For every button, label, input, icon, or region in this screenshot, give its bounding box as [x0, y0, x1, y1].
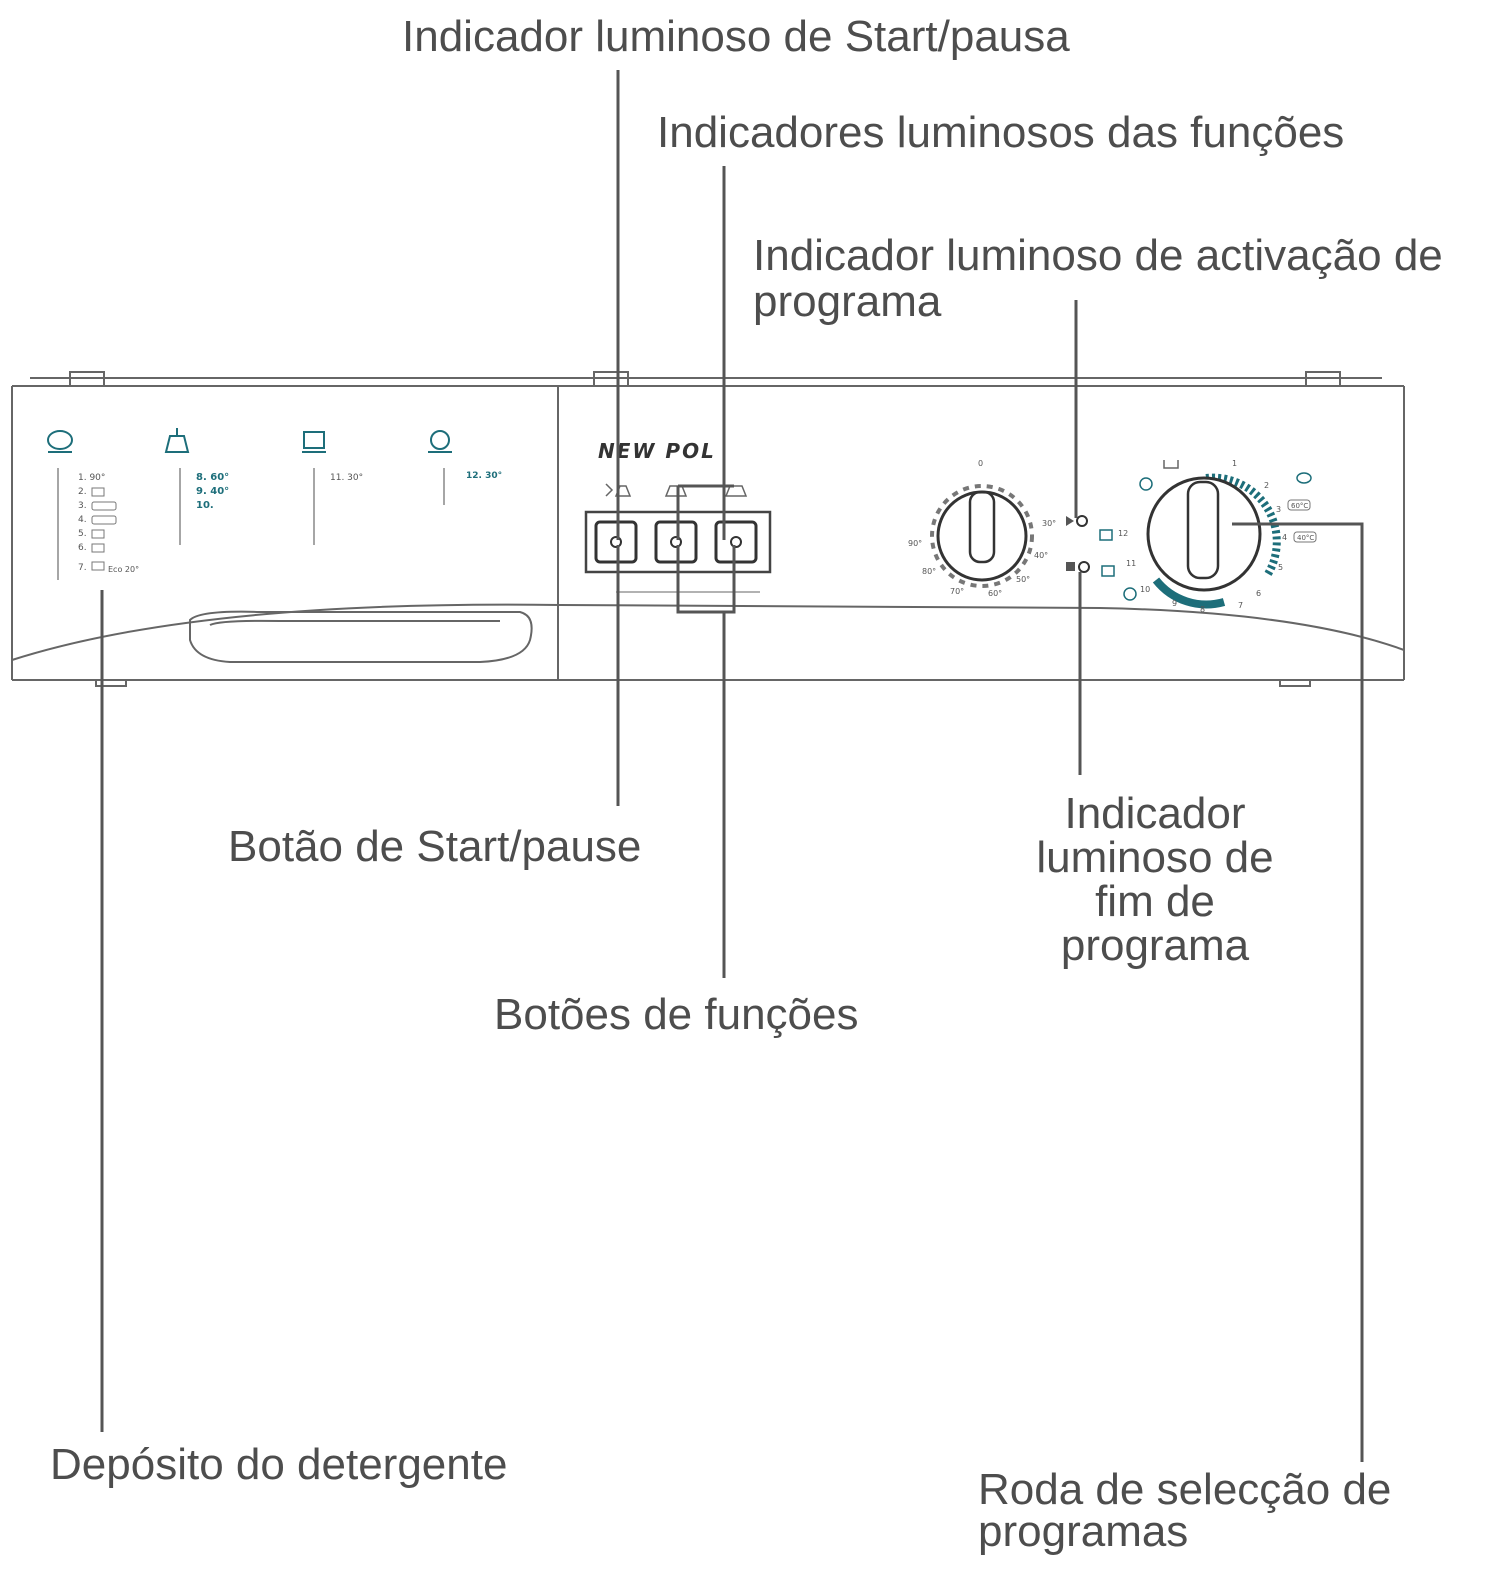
function-button-1[interactable]	[654, 520, 698, 564]
program-icon[interactable]	[1296, 472, 1312, 484]
leader-lines	[100, 70, 1364, 1462]
drawer-legend: 1. 90° 2. 3. 4. 5. 6. 7. Eco 20° 8. 60° …	[47, 428, 502, 580]
label-line: fim de	[1095, 877, 1215, 926]
program-end-led	[1066, 561, 1090, 573]
program-mark[interactable]: 11	[1126, 559, 1136, 568]
temp-mark[interactable]: 90°	[908, 539, 922, 548]
program-mark[interactable]: 5	[1278, 563, 1283, 572]
brand-logo: NEW POL	[598, 439, 716, 463]
start-pause-led[interactable]	[610, 536, 622, 548]
program-mark[interactable]: 4	[1282, 533, 1287, 542]
program-mark[interactable]: 3	[1276, 505, 1281, 514]
temp-mark[interactable]: 70°	[950, 587, 964, 596]
label-line: programa	[753, 277, 942, 326]
program-list-item: 12. 30°	[466, 471, 502, 481]
label-line: Indicador luminoso de activação de	[753, 231, 1443, 280]
program-mark[interactable]: 1	[1232, 459, 1237, 468]
program-activation-led	[1066, 515, 1088, 527]
label-line: programas	[978, 1507, 1189, 1556]
function-led-1[interactable]	[670, 536, 682, 548]
program-list-item: 5.	[78, 529, 87, 539]
program-mark[interactable]: 10	[1140, 585, 1150, 594]
program-icon[interactable]	[1123, 587, 1137, 601]
label-start-pause-button: Botão de Start/pause	[228, 822, 642, 871]
program-list-item: 10.	[196, 500, 214, 511]
function-button-2[interactable]	[714, 520, 758, 564]
program-mark[interactable]: 8	[1200, 605, 1205, 614]
program-list-item: 6.	[78, 543, 87, 553]
program-selector-dial[interactable]: 1 2 3 4 5 6 7 8 9 10 11 12 60°C 40°C	[1099, 459, 1317, 614]
delicate-icon	[302, 431, 326, 453]
temp-mark[interactable]: 50°	[1016, 575, 1030, 584]
temp-mark[interactable]: 30°	[1042, 519, 1056, 528]
program-list-eco: Eco 20°	[108, 565, 139, 574]
program-temp-badge[interactable]: 40°C	[1297, 534, 1314, 542]
program-list-item: 8. 60°	[196, 472, 229, 483]
label-detergent-drawer: Depósito do detergente	[50, 1440, 508, 1489]
label-start-pause-indicator: Indicador luminoso de Start/pausa	[402, 12, 1070, 61]
prewash-icon	[47, 430, 73, 453]
program-list-item: 7.	[78, 563, 87, 573]
program-list-item: 4.	[78, 515, 87, 525]
label-program-activation-indicator: Indicador luminoso de activação de progr…	[753, 233, 1443, 325]
program-mark[interactable]: 2	[1264, 481, 1269, 490]
program-mark[interactable]: 9	[1172, 599, 1177, 608]
program-list-item: 11. 30°	[330, 473, 363, 483]
program-mark[interactable]: 12	[1118, 529, 1128, 538]
temp-mark[interactable]: 80°	[922, 567, 936, 576]
play-icon	[605, 483, 614, 497]
start-pause-button[interactable]	[594, 520, 638, 564]
temperature-dial[interactable]: 0 30° 40° 50° 60° 70° 80° 90°	[908, 459, 1056, 598]
program-temp-badge[interactable]: 60°C	[1291, 502, 1308, 510]
program-list-item: 9. 40°	[196, 486, 229, 497]
leader-program-wheel	[1232, 522, 1364, 1462]
program-icon[interactable]	[1099, 529, 1113, 541]
label-end-of-program-indicator: Indicador luminoso de fim de programa	[1000, 792, 1310, 968]
program-mark[interactable]: 7	[1238, 601, 1243, 610]
label-program-selector-wheel: Roda de selecção de programas	[978, 1465, 1392, 1556]
label-function-buttons: Botões de funções	[494, 990, 859, 1039]
function-led-2[interactable]	[730, 536, 742, 548]
wool-icon	[428, 430, 452, 453]
washer-control-panel	[11, 371, 1405, 687]
label-line: luminoso de	[1036, 833, 1274, 882]
temp-mark[interactable]: 40°	[1034, 551, 1048, 560]
label-line: programa	[1060, 921, 1250, 970]
program-icon[interactable]	[1101, 565, 1115, 577]
program-list-item: 1. 90°	[78, 473, 105, 483]
program-icon[interactable]	[1139, 477, 1153, 491]
wash-icon	[164, 428, 190, 453]
function-icon-3	[724, 485, 748, 497]
program-mark[interactable]: 6	[1256, 589, 1261, 598]
program-list-item: 2.	[78, 487, 87, 497]
temp-mark[interactable]: 0	[978, 459, 983, 468]
label-line: Roda de selecção de	[978, 1465, 1392, 1514]
program-list-item: 3.	[78, 501, 87, 511]
label-function-indicators: Indicadores luminosos das funções	[657, 108, 1345, 157]
temp-mark[interactable]: 60°	[988, 589, 1002, 598]
label-line: Indicador	[1064, 789, 1246, 838]
